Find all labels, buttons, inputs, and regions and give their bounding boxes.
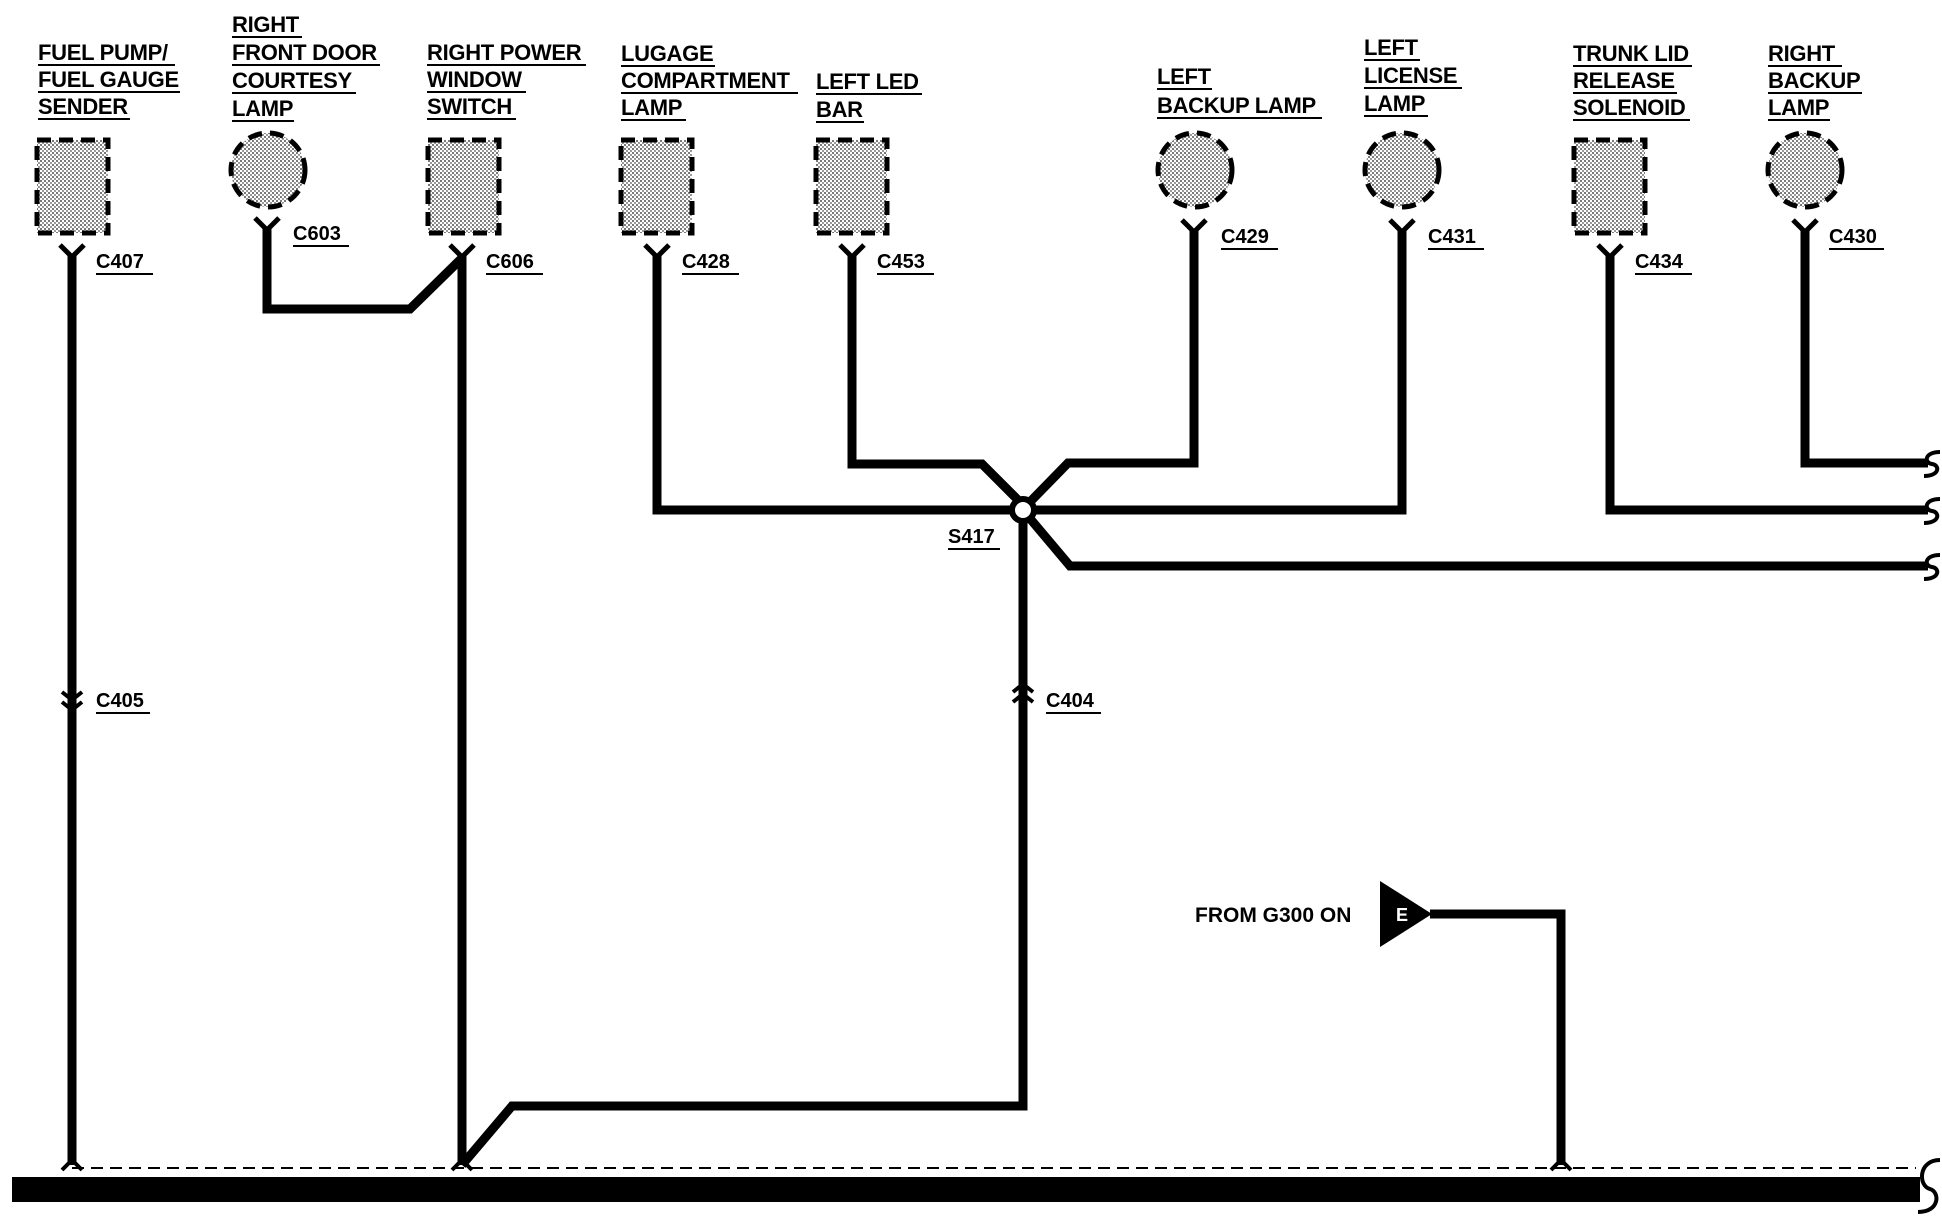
trunk-lid-solenoid-symbol [1571, 137, 1648, 236]
label-right-power-window: RIGHT POWER WINDOW SWITCH [427, 40, 586, 120]
label-fuel-pump: FUEL PUMP/ FUEL GAUGE SENDER [38, 40, 180, 120]
svg-text:FRONT DOOR: FRONT DOOR [232, 40, 377, 65]
label-left-license: LEFT LICENSE LAMP [1364, 35, 1462, 117]
svg-text:SENDER: SENDER [38, 94, 128, 119]
wires [67, 227, 1928, 1168]
wire-left-license [1027, 229, 1407, 515]
inline-connector-c404 [1011, 681, 1035, 704]
svg-text:LAMP: LAMP [1364, 91, 1425, 116]
svg-text:WINDOW: WINDOW [427, 67, 522, 92]
wire-s417-feed [458, 513, 1028, 1168]
svg-text:LEFT: LEFT [1364, 35, 1419, 60]
wire-g300 [1430, 909, 1566, 1165]
svg-text:BAR: BAR [816, 97, 863, 122]
right-front-door-lamp-symbol [228, 130, 308, 210]
lugage-compartment-lamp-symbol [618, 137, 695, 236]
connector-c407: C407 [96, 251, 144, 273]
label-left-backup: LEFT BACKUP LAMP [1157, 64, 1322, 119]
label-trunk-lid: TRUNK LID RELEASE SOLENOID [1573, 41, 1692, 121]
connector-c429: C429 [1221, 226, 1269, 248]
svg-text:FUEL PUMP/: FUEL PUMP/ [38, 40, 168, 65]
svg-text:SWITCH: SWITCH [427, 94, 512, 119]
right-power-window-switch-symbol [425, 137, 502, 236]
left-license-lamp-symbol [1362, 130, 1442, 210]
svg-text:LUGAGE: LUGAGE [621, 41, 713, 66]
label-lugage-compartment: LUGAGE COMPARTMENT LAMP [621, 41, 798, 121]
inline-connector-c405 [60, 690, 84, 713]
label-left-led-bar: LEFT LED BAR [816, 69, 922, 123]
connector-c453: C453 [877, 251, 925, 273]
svg-text:LAMP: LAMP [621, 95, 682, 120]
svg-text:BACKUP: BACKUP [1768, 68, 1860, 93]
svg-text:RIGHT: RIGHT [1768, 41, 1836, 66]
connector-c428: C428 [682, 251, 730, 273]
svg-text:LICENSE: LICENSE [1364, 63, 1457, 88]
svg-text:TRUNK LID: TRUNK LID [1573, 41, 1689, 66]
wire-lugage-compartment [652, 254, 1023, 515]
wire-trunk-lid [1605, 254, 1928, 515]
left-led-bar-symbol [813, 137, 890, 236]
svg-text:LEFT: LEFT [1157, 64, 1212, 89]
g300-source: FROM G300 ON E [1195, 881, 1432, 947]
fuel-pump-symbol [34, 137, 111, 236]
connector-c431: C431 [1428, 226, 1476, 248]
svg-text:BACKUP LAMP: BACKUP LAMP [1157, 93, 1316, 118]
svg-text:COURTESY: COURTESY [232, 68, 352, 93]
connector-c430: C430 [1829, 226, 1877, 248]
left-backup-lamp-symbol [1155, 130, 1235, 210]
source-triangle-marker [1380, 881, 1432, 947]
connector-c434: C434 [1635, 251, 1684, 273]
connector-c405: C405 [96, 690, 144, 712]
svg-text:COMPARTMENT: COMPARTMENT [621, 68, 790, 93]
connector-labels: C407 C603 C606 C428 C453 C429 C431 C434 … [96, 223, 1884, 714]
svg-text:SOLENOID: SOLENOID [1573, 95, 1686, 120]
svg-text:LAMP: LAMP [1768, 95, 1829, 120]
svg-text:RIGHT POWER: RIGHT POWER [427, 40, 582, 65]
off-page-breaks [1917, 450, 1941, 1214]
label-right-front-door: RIGHT FRONT DOOR COURTESY LAMP [232, 12, 380, 122]
wire-right-front-door [262, 227, 466, 314]
wire-left-led-bar [847, 254, 1027, 509]
svg-text:LAMP: LAMP [232, 96, 293, 121]
wire-s417-continuation [1023, 512, 1928, 571]
connector-c404: C404 [1046, 690, 1095, 712]
svg-text:RIGHT: RIGHT [232, 12, 300, 37]
svg-text:FUEL GAUGE: FUEL GAUGE [38, 67, 179, 92]
svg-text:RELEASE: RELEASE [1573, 68, 1675, 93]
ground-joints [60, 1157, 1573, 1172]
label-right-backup: RIGHT BACKUP LAMP [1768, 41, 1862, 121]
splice-s417 [1009, 496, 1037, 524]
wire-left-backup [1023, 229, 1199, 509]
source-marker-letter: E [1396, 905, 1408, 925]
from-g300-label: FROM G300 ON [1195, 904, 1351, 927]
connector-c603: C603 [293, 223, 341, 245]
connector-c606: C606 [486, 251, 534, 273]
splice-s417-label: S417 [948, 526, 995, 548]
wire-right-backup [1800, 229, 1928, 468]
ground-bus-bar [12, 1177, 1920, 1202]
svg-text:LEFT LED: LEFT LED [816, 69, 919, 94]
right-backup-lamp-symbol [1765, 130, 1845, 210]
